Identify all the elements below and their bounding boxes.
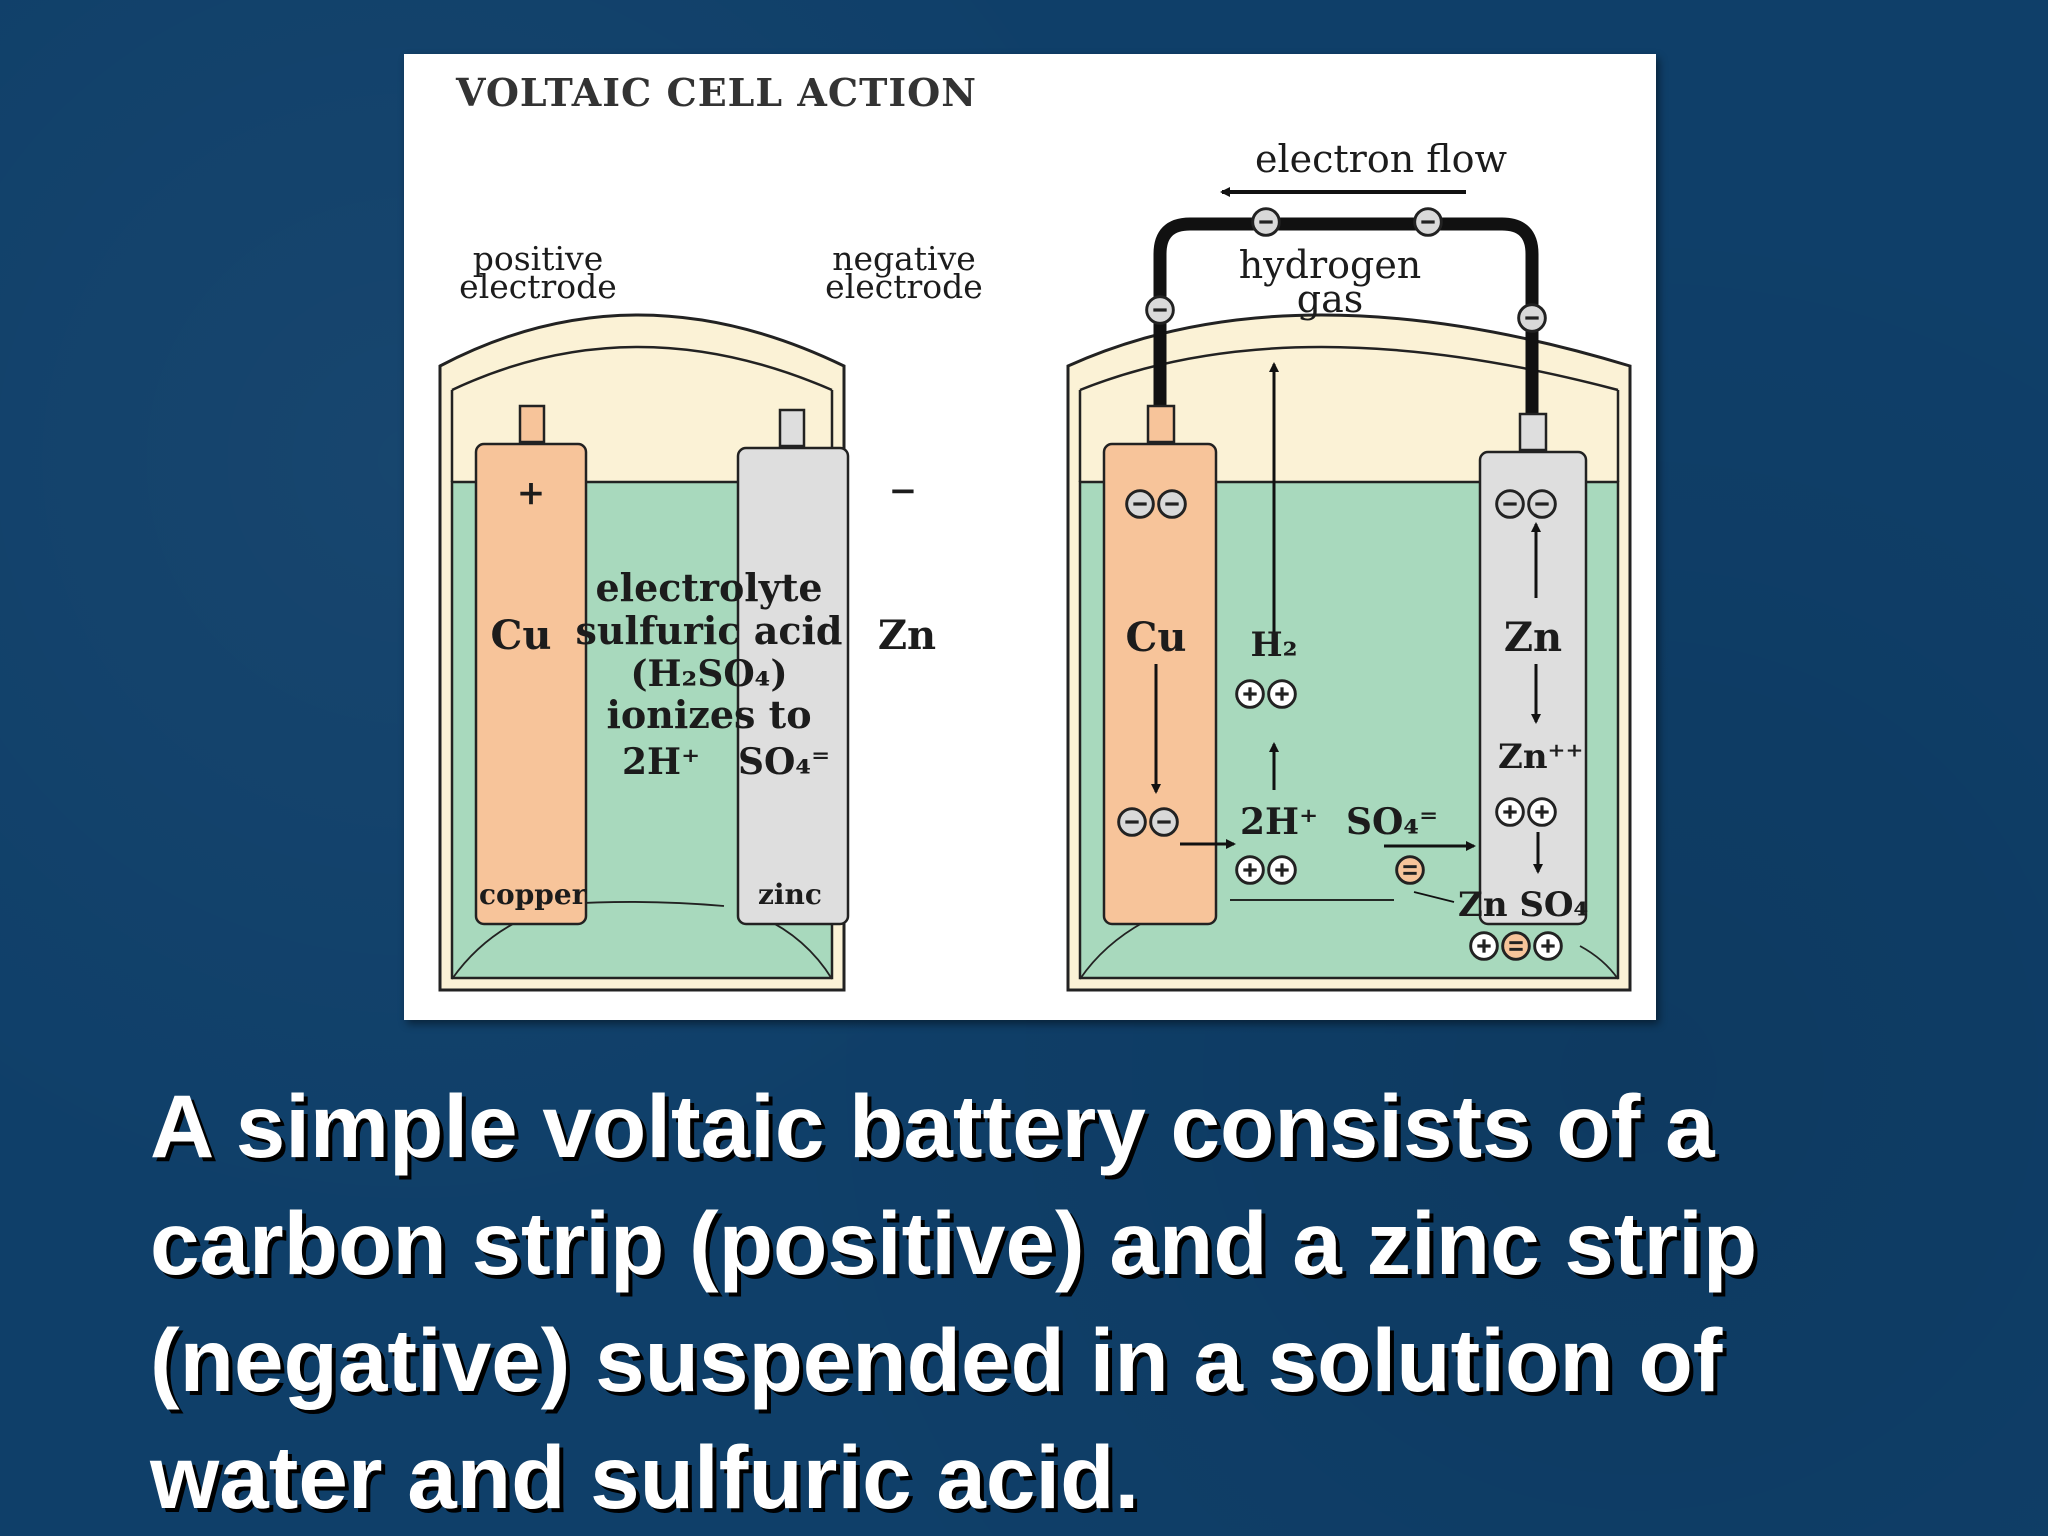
- left-cell: positive electrode negative electrode + …: [438, 239, 983, 992]
- znso4-label: Zn SO₄: [1458, 885, 1588, 925]
- zn-ion-charge-2: [1527, 797, 1557, 827]
- diagram-panel: VOLTAIC CELL ACTION: [404, 54, 1656, 1020]
- zinc-electrode: [736, 408, 850, 926]
- right-zinc-electrode: [1478, 412, 1588, 926]
- gas-label: gas: [1297, 277, 1363, 321]
- solution-sulfate: [1395, 855, 1425, 885]
- left-ion-2h: 2H⁺: [622, 741, 700, 783]
- solution-proton-1: [1235, 855, 1265, 885]
- wire-electron-3: [1145, 295, 1175, 325]
- zn-ion-label: Zn⁺⁺: [1498, 737, 1583, 777]
- electrolyte-line-1: electrolyte: [595, 565, 822, 610]
- diagram-title: VOLTAIC CELL ACTION: [455, 70, 977, 115]
- electrolyte-line-2: sulfuric acid: [575, 608, 842, 653]
- zn-electron-2: [1527, 489, 1557, 519]
- external-wire: [1153, 217, 1539, 414]
- cu-electron-2: [1157, 489, 1187, 519]
- minus-sign: −: [889, 471, 918, 511]
- copper-electrode: [474, 404, 588, 926]
- positive-electrode-label: electrode: [459, 267, 617, 306]
- wire-electron-1: [1251, 207, 1281, 237]
- positive-label: positive: [473, 239, 603, 278]
- caption: A simple voltaic battery consists of a c…: [150, 1068, 1970, 1536]
- h2-label: H₂: [1250, 625, 1297, 665]
- h2-proton-1: [1235, 679, 1265, 709]
- left-cu-label: Cu: [491, 612, 552, 659]
- plus-sign: +: [517, 473, 546, 513]
- left-zn-label: Zn: [878, 612, 936, 659]
- cu-electron-1: [1125, 489, 1155, 519]
- wire-electron-4: [1517, 303, 1547, 333]
- copper-label: copper: [479, 878, 588, 911]
- zn-ion-charge-1: [1495, 797, 1525, 827]
- znso4-charge-2: [1501, 931, 1531, 961]
- cu-electron-3: [1117, 807, 1147, 837]
- right-zn-label: Zn: [1504, 614, 1562, 661]
- caption-line-2: carbon strip (positive) and a zinc strip: [150, 1193, 1758, 1293]
- right-ion-so4: SO₄⁼: [1346, 801, 1438, 843]
- voltaic-cell-diagram: VOLTAIC CELL ACTION: [438, 70, 1632, 992]
- solution-proton-2: [1267, 855, 1297, 885]
- electron-flow-label: electron flow: [1255, 137, 1508, 181]
- negative-electrode-label: electrode: [825, 267, 983, 306]
- electrolyte-line-3: (H₂SO₄): [631, 653, 788, 695]
- hydrogen-label: hydrogen: [1239, 243, 1422, 287]
- zinc-label: zinc: [758, 878, 822, 911]
- znso4-charge-1: [1469, 931, 1499, 961]
- right-copper-electrode: [1102, 404, 1218, 926]
- right-cell: electron flow hydrogen gas H₂ Cu: [1066, 137, 1632, 992]
- left-ion-so4: SO₄⁼: [738, 741, 830, 783]
- caption-line-1: A simple voltaic battery consists of a: [150, 1076, 1715, 1176]
- zn-electron-1: [1495, 489, 1525, 519]
- caption-line-4: water and sulfuric acid.: [150, 1427, 1140, 1527]
- znso4-charge-3: [1533, 931, 1563, 961]
- right-ion-2h: 2H⁺: [1240, 801, 1318, 843]
- cu-electron-4: [1149, 807, 1179, 837]
- negative-label: negative: [832, 239, 976, 278]
- right-cu-label: Cu: [1126, 614, 1187, 661]
- wire-electron-2: [1413, 207, 1443, 237]
- caption-line-3: (negative) suspended in a solution of: [150, 1310, 1723, 1410]
- electrolyte-line-4: ionizes to: [606, 692, 811, 737]
- h2-proton-2: [1267, 679, 1297, 709]
